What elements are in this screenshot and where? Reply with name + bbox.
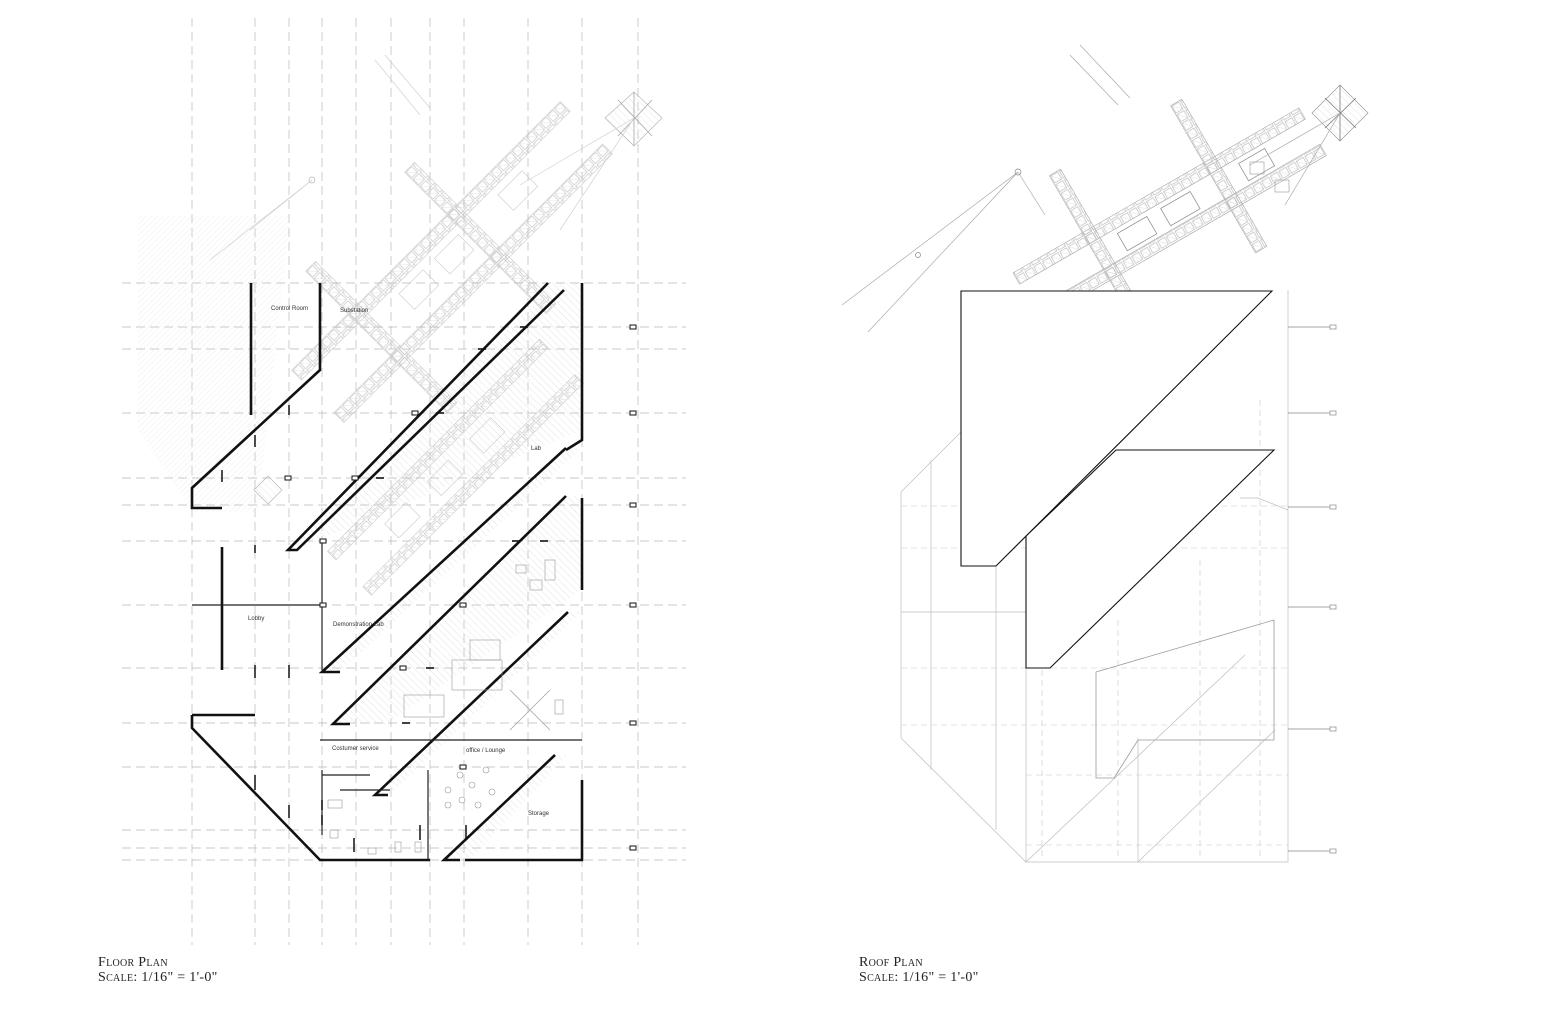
floor-plan: Control Room Substation Lab Lobby Demons… <box>122 18 686 945</box>
floor-room-labels: Control Room Substation Lab Lobby Demons… <box>248 306 550 817</box>
roof-plan-caption: Roof Plan Scale: 1/16" = 1'-0" <box>859 955 979 985</box>
room-label-lab: Lab <box>531 446 542 452</box>
diagonal-walls <box>284 282 584 862</box>
exterior-walls <box>190 283 637 862</box>
room-label-lobby: Lobby <box>248 616 264 622</box>
furniture <box>327 559 564 855</box>
roof-plan-scale: Scale: 1/16" = 1'-0" <box>859 970 979 985</box>
floor-plan-title: Floor Plan <box>98 955 168 970</box>
roof-slabs <box>960 290 1276 779</box>
room-label-storage: Storage <box>528 811 550 817</box>
room-label-control-room: Control Room <box>271 306 308 312</box>
roof-slab-middle <box>1025 449 1276 669</box>
floor-plan-scale: Scale: 1/16" = 1'-0" <box>98 970 218 985</box>
room-label-costumer-service: Costumer service <box>332 746 379 752</box>
roof-truss-ghost <box>841 44 1369 333</box>
floor-plan-caption: Floor Plan Scale: 1/16" = 1'-0" <box>98 955 218 985</box>
roof-plan <box>841 44 1369 863</box>
room-label-substation: Substation <box>340 308 368 314</box>
roof-plan-title: Roof Plan <box>859 955 923 970</box>
room-label-office-lounge: office / Lounge <box>466 748 506 754</box>
roof-slab-upper <box>960 290 1274 567</box>
room-label-demonstration-lab: Demonstration Lab <box>333 622 384 628</box>
